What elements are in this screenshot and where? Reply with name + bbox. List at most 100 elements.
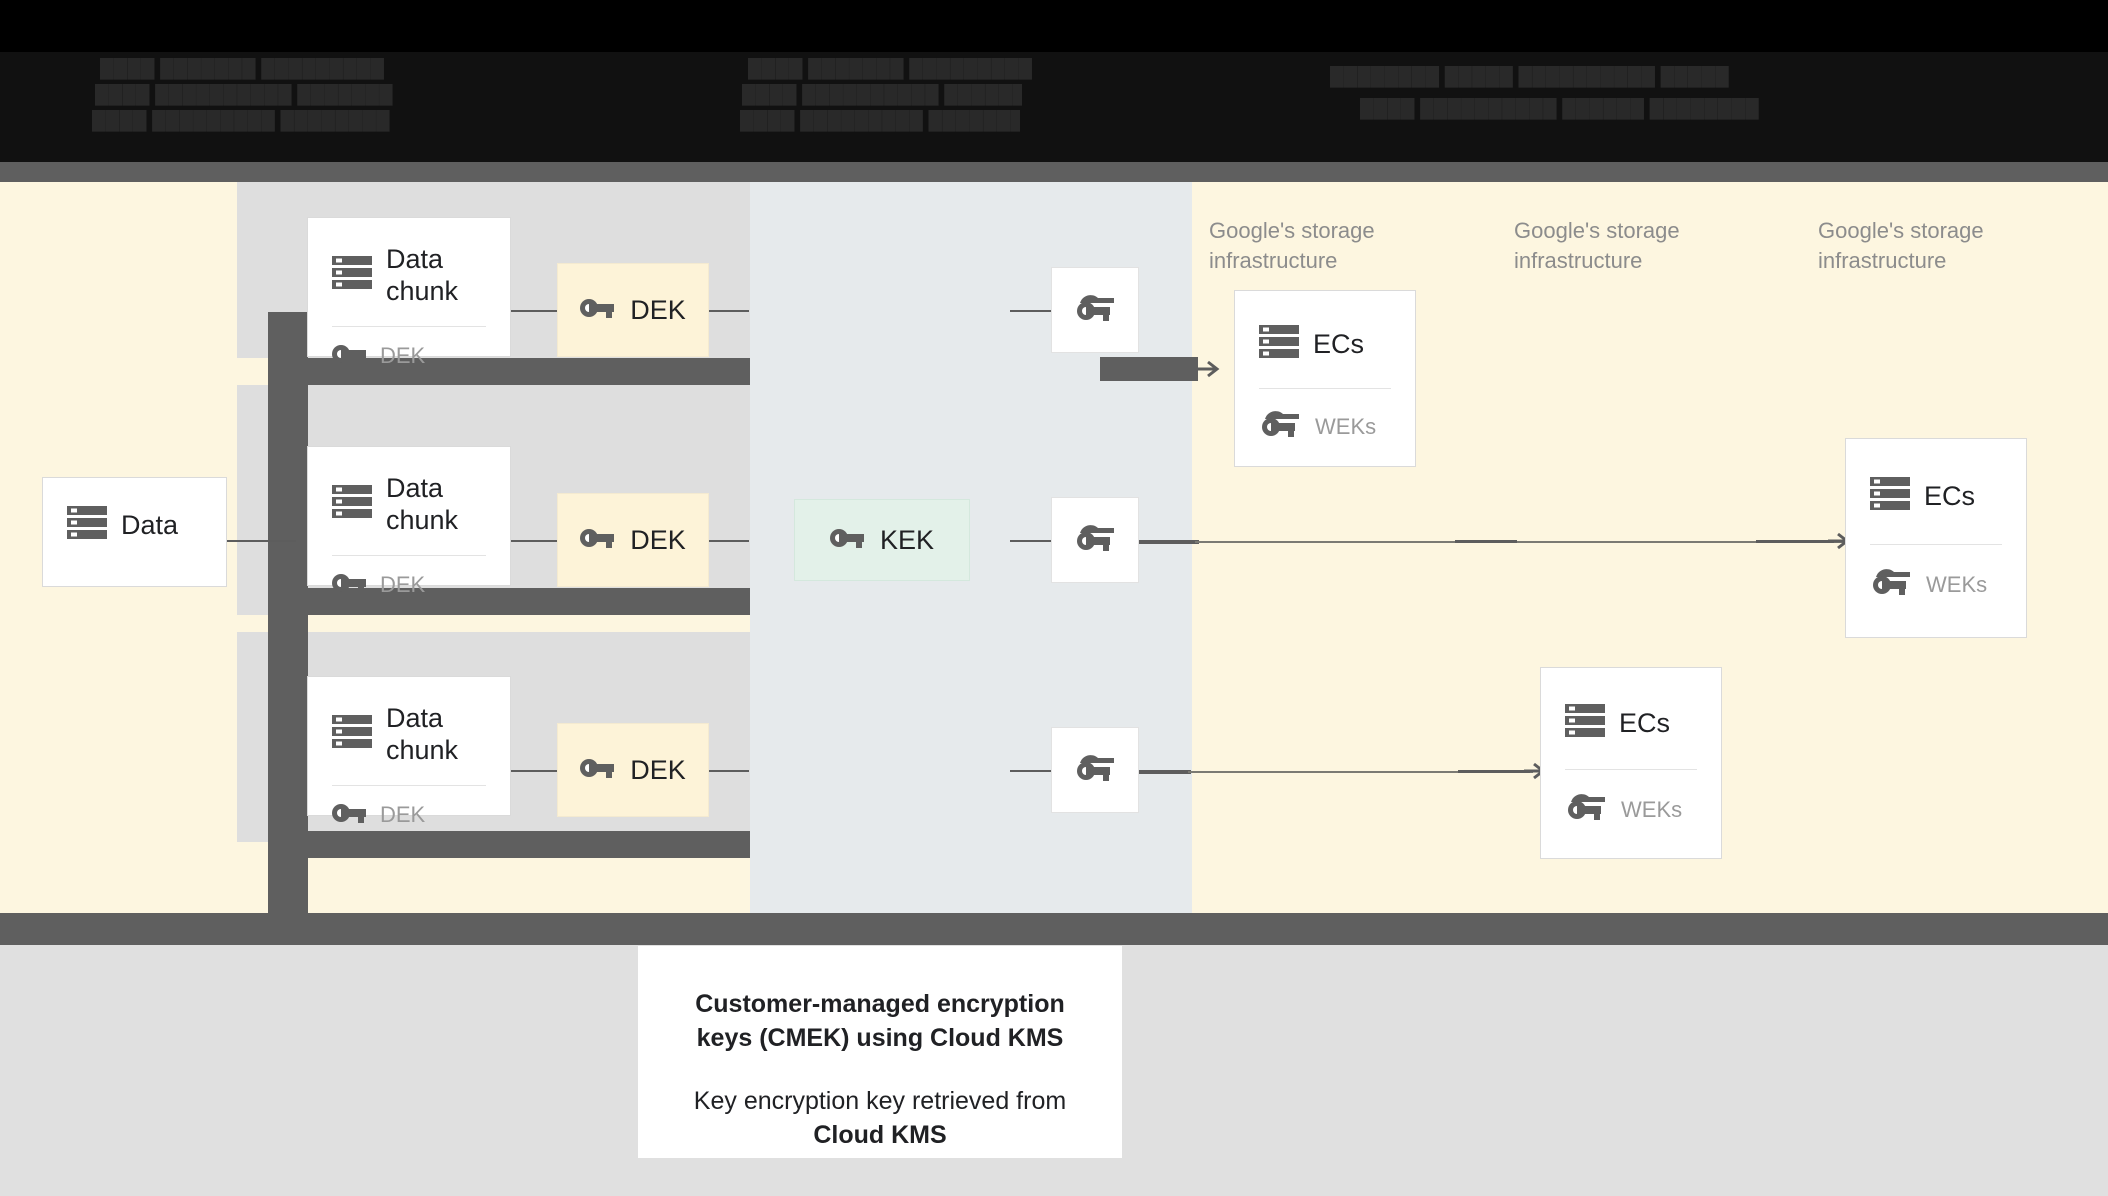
card-data-chunk-1: Data chunk DEK xyxy=(307,217,511,368)
card-chunk-1-key-row: DEK xyxy=(308,327,510,370)
header-text-line-2: ████ ██████████ ███████ xyxy=(95,84,393,105)
card-data-title: Data xyxy=(121,509,179,540)
card-ecs-3-key-row: WEKs xyxy=(1541,770,1721,827)
card-chunk-3-divider xyxy=(332,784,486,786)
card-data-header: Data xyxy=(43,478,226,545)
wrapped-key-box-1 xyxy=(1051,267,1139,353)
key-icon xyxy=(580,297,615,324)
header-text-line-7: ████████ █████ ██████████ █████ xyxy=(1330,66,1729,87)
connector-data-to-trunk xyxy=(226,540,296,542)
storage-icon xyxy=(332,715,372,754)
key-icon xyxy=(332,572,366,599)
card-data-chunk-2: Data chunk DEK xyxy=(307,446,511,597)
card-chunk-1-title: Data chunk xyxy=(386,244,459,306)
wrap1-to-ec1-thick-connector xyxy=(1100,357,1198,381)
card-chunk-1-key-label: DEK xyxy=(380,343,426,369)
card-chunk-3-header: Data chunk xyxy=(308,677,510,767)
card-ecs-2-header: ECs xyxy=(1846,439,2026,516)
wrapped-key-box-2 xyxy=(1051,497,1139,583)
caption-subtitle-prefix: Key encryption key retrieved from xyxy=(693,1087,1067,1115)
card-ecs-3-title: ECs xyxy=(1619,707,1671,738)
card-chunk-1-divider xyxy=(332,325,486,327)
storage-icon xyxy=(332,485,372,524)
card-chunk-3-key-row: DEK xyxy=(308,786,510,829)
infra-label-2: Google's storage infrastructure xyxy=(1514,216,1714,275)
connector-wrap2-long xyxy=(1195,541,1845,543)
dek-box-1: DEK xyxy=(557,263,709,357)
header-text-line-3: ████ █████████ ████████ xyxy=(92,110,390,131)
key-icon xyxy=(829,527,864,554)
header-text-line-6: ████ █████████ ████████ xyxy=(740,110,1020,131)
connector-wrap2-stub xyxy=(1139,540,1199,544)
dek-box-2-label: DEK xyxy=(630,524,686,555)
wrapped-key-icon xyxy=(1074,293,1116,328)
card-ecs-1: ECs WEKs xyxy=(1234,290,1416,467)
card-chunk-3-key-label: DEK xyxy=(380,802,426,828)
card-ecs-2-divider xyxy=(1870,544,2002,545)
trunk-branch-1 xyxy=(268,358,750,385)
card-ecs-3-header: ECs xyxy=(1541,668,1721,743)
infra-label-1: Google's storage infrastructure xyxy=(1209,216,1409,275)
diagram-canvas: Data Data chunk xyxy=(0,182,2108,952)
caption-box: Customer-managed encryption keys (CMEK) … xyxy=(638,946,1122,1158)
bottom-separator-bar xyxy=(0,913,2108,945)
card-ecs-1-divider xyxy=(1259,388,1391,389)
connector-wrap3-seg xyxy=(1458,770,1530,773)
dek-box-3-label: DEK xyxy=(630,754,686,785)
card-data: Data xyxy=(42,477,227,587)
connector-chunk1-to-dek1 xyxy=(511,310,558,312)
card-chunk-2-header: Data chunk xyxy=(308,447,510,537)
key-icon xyxy=(580,757,615,784)
card-ecs-2-key-row: WEKs xyxy=(1846,545,2026,602)
header-black-bar xyxy=(0,0,2108,52)
caption-title: Customer-managed encryption keys (CMEK) … xyxy=(695,990,1065,1052)
card-ecs-1-title: ECs xyxy=(1313,328,1365,359)
dek-box-1-label: DEK xyxy=(630,294,686,325)
wrapped-key-icon xyxy=(1074,753,1116,788)
connector-chunk3-to-dek3 xyxy=(511,770,558,772)
header-text-line-5: ████ ██████████ ███████ xyxy=(742,84,1022,105)
card-ecs-1-header: ECs xyxy=(1235,291,1415,364)
card-ecs-3-key-label: WEKs xyxy=(1621,796,1683,822)
storage-icon xyxy=(67,506,107,545)
wrapped-key-icon xyxy=(1870,567,1912,602)
card-chunk-3-title: Data chunk xyxy=(386,703,459,765)
card-chunk-2-divider xyxy=(332,554,486,556)
card-ecs-2: ECs WEKs xyxy=(1845,438,2027,638)
infra-label-2-text: Google's storage infrastructure xyxy=(1514,218,1680,273)
key-icon xyxy=(332,343,366,370)
connector-wrap3-long xyxy=(1188,771,1533,773)
connector-wrap3-in xyxy=(1010,770,1052,772)
arrow-wrap1-to-ec1 xyxy=(1198,360,1220,378)
card-ecs-1-key-row: WEKs xyxy=(1235,389,1415,444)
wrapped-key-box-3 xyxy=(1051,727,1139,813)
card-ecs-3: ECs WEKs xyxy=(1540,667,1722,859)
header-text-line-4: ████ ███████ █████████ xyxy=(748,58,1033,79)
connector-chunk2-to-dek2 xyxy=(511,540,558,542)
storage-icon xyxy=(1870,477,1910,516)
connector-dek2-to-kek xyxy=(709,540,749,542)
infra-label-3-text: Google's storage infrastructure xyxy=(1818,218,1984,273)
wrapped-key-icon xyxy=(1074,523,1116,558)
card-ecs-3-divider xyxy=(1565,769,1697,770)
caption-subtitle: Key encryption key retrieved from Cloud … xyxy=(672,1085,1088,1152)
card-ecs-2-key-label: WEKs xyxy=(1926,571,1988,597)
header-text-line-1: ████ ███████ █████████ xyxy=(100,58,385,79)
card-chunk-2-key-label: DEK xyxy=(380,572,426,598)
connector-wrap1-in xyxy=(1010,310,1052,312)
wrapped-key-icon xyxy=(1259,409,1301,444)
card-ecs-2-title: ECs xyxy=(1924,480,1976,511)
connector-wrap3-stub xyxy=(1139,770,1191,774)
trunk-branch-2 xyxy=(268,588,750,615)
connector-dek1-to-wrap1 xyxy=(709,310,749,312)
storage-icon xyxy=(332,256,372,295)
trunk-branch-3 xyxy=(268,831,750,858)
infra-label-1-text: Google's storage infrastructure xyxy=(1209,218,1375,273)
connector-kek-to-wrap2 xyxy=(1010,540,1052,542)
key-icon xyxy=(332,802,366,829)
card-ecs-1-key-label: WEKs xyxy=(1315,413,1377,439)
card-chunk-1-header: Data chunk xyxy=(308,218,510,308)
header-obscured-text-area: ████ ███████ █████████ ████ ██████████ █… xyxy=(0,52,2108,162)
caption-subtitle-strong: Cloud KMS xyxy=(813,1120,947,1149)
